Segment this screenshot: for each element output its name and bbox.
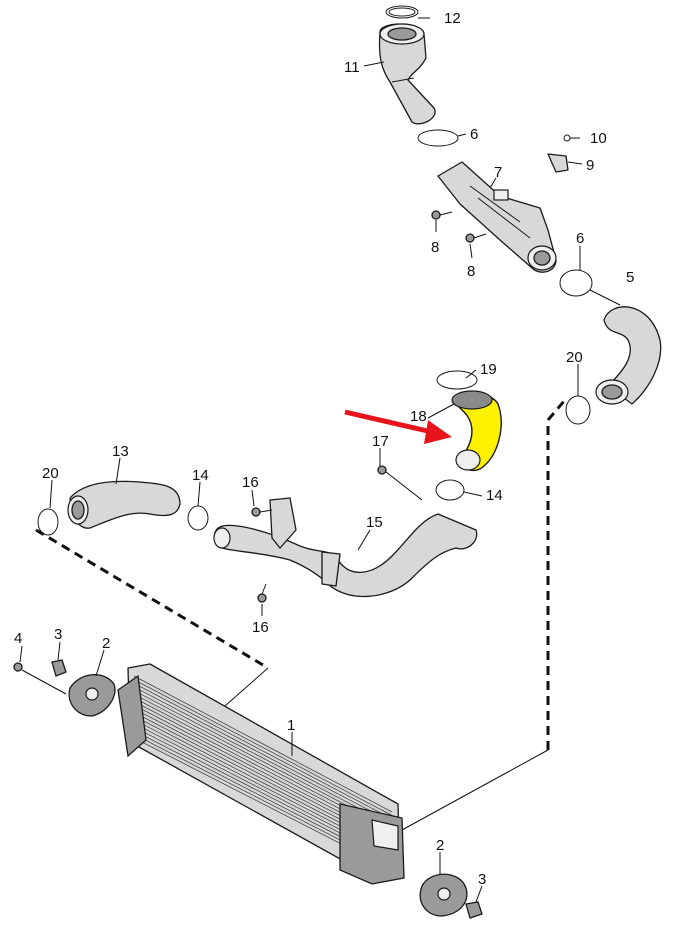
part-3-nut-left bbox=[51, 659, 67, 677]
callout-8-left: 8 bbox=[431, 239, 439, 256]
part-14-clamp-upper bbox=[435, 479, 465, 501]
callout-15: 15 bbox=[366, 514, 383, 531]
callout-3-bottom: 3 bbox=[478, 871, 486, 888]
callout-14-right: 14 bbox=[486, 487, 503, 504]
callout-20-right: 20 bbox=[566, 349, 583, 366]
part-10-screw bbox=[563, 134, 580, 142]
callout-13: 13 bbox=[112, 443, 129, 460]
part-2-mount-left bbox=[68, 674, 116, 717]
leader-lines bbox=[19, 17, 583, 903]
callout-5: 5 bbox=[626, 269, 634, 286]
callout-2-left: 2 bbox=[102, 635, 110, 652]
part-19-seal-ring bbox=[436, 370, 478, 390]
part-2-mount-bottom bbox=[419, 873, 468, 917]
callout-16-bottom: 16 bbox=[252, 619, 269, 636]
intercooler-fin bbox=[134, 679, 393, 816]
red-arrow-icon bbox=[344, 409, 452, 444]
part-16-bolts bbox=[251, 507, 273, 603]
part-7-charge-pipe-body bbox=[437, 161, 557, 273]
callout-6-top: 6 bbox=[470, 126, 478, 143]
part-1-intercooler bbox=[117, 663, 405, 885]
intercooler-fin bbox=[134, 686, 393, 823]
callout-2-bottom: 2 bbox=[436, 837, 444, 854]
part-13-hose bbox=[67, 480, 181, 529]
part-15-charge-pipe bbox=[213, 497, 478, 598]
callout-8-right: 8 bbox=[467, 263, 475, 280]
callout-3-left: 3 bbox=[54, 626, 62, 643]
callout-16-top: 16 bbox=[242, 474, 259, 491]
part-20-clamp-left bbox=[37, 508, 59, 536]
callout-11: 11 bbox=[344, 59, 360, 76]
callout-10: 10 bbox=[590, 130, 607, 147]
callout-12: 12 bbox=[444, 10, 461, 27]
callout-7: 7 bbox=[494, 164, 502, 181]
callout-4: 4 bbox=[14, 630, 22, 647]
part-8-bolts bbox=[431, 210, 487, 243]
callout-9: 9 bbox=[586, 157, 594, 174]
part-11-intake-hose bbox=[378, 23, 436, 125]
callout-19: 19 bbox=[480, 361, 497, 378]
part-4-long-bolt bbox=[13, 662, 67, 695]
callout-6-right: 6 bbox=[576, 230, 584, 247]
part-9-sensor bbox=[547, 153, 569, 173]
part-18-hose-highlighted bbox=[451, 390, 502, 472]
part-17-bolt bbox=[377, 465, 423, 501]
intercooler-fin bbox=[133, 675, 393, 813]
callout-17: 17 bbox=[372, 433, 389, 450]
part-14-clamp-left bbox=[187, 505, 209, 531]
callout-18: 18 bbox=[410, 408, 427, 425]
callout-20-left: 20 bbox=[42, 465, 59, 482]
part-3-nut-bottom bbox=[465, 901, 483, 919]
callout-labels: 12 11 6 10 9 7 8 8 6 5 20 19 18 17 14 13… bbox=[14, 10, 634, 888]
callout-14-left: 14 bbox=[192, 467, 209, 484]
intercooler-fin bbox=[134, 690, 394, 827]
part-6-clamp-top bbox=[417, 129, 459, 147]
part-12-seal-ring bbox=[385, 5, 419, 19]
part-5-hose bbox=[595, 306, 662, 405]
callout-1: 1 bbox=[287, 717, 295, 734]
connection-lines bbox=[224, 289, 621, 831]
routing-dashed-lines bbox=[35, 399, 567, 750]
part-20-clamp-right bbox=[565, 395, 591, 425]
intercooler-fin bbox=[134, 683, 393, 820]
part-6-clamp-right bbox=[559, 269, 593, 297]
